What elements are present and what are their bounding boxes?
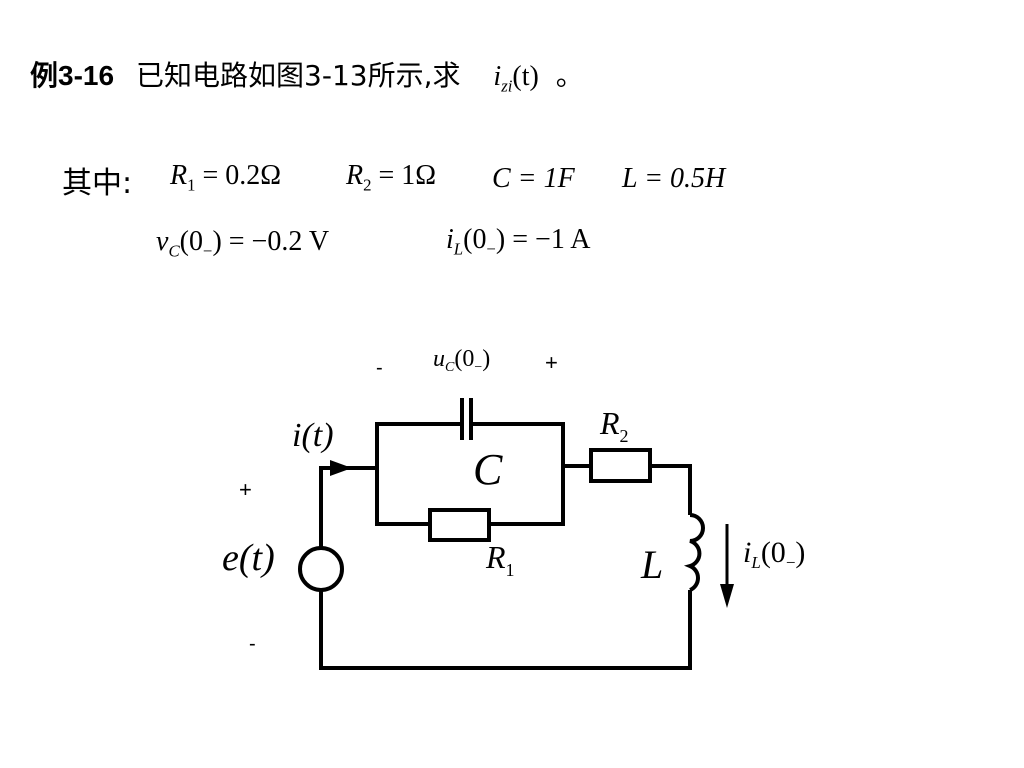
current-label: i(t) [292, 417, 334, 454]
target-quantity: izi(t) [493, 61, 539, 96]
il-label: iL(0−) [743, 536, 805, 572]
param-c: C = 1F [492, 163, 575, 194]
problem-title: 例3-16 已知电路如图3-13所示,求 izi(t) 。 [30, 54, 584, 97]
example-number: 例3-16 [30, 60, 115, 91]
resistor-r2 [589, 448, 652, 483]
current-arrow [330, 460, 352, 476]
inductor-label: L [640, 542, 663, 587]
r1-label: R1 [485, 539, 515, 580]
capacitor-label: C [473, 445, 503, 494]
title-period: 。 [555, 59, 584, 92]
param-r1: R1 = 0.2Ω [170, 160, 282, 195]
param-r2: R2 = 1Ω [346, 160, 437, 195]
source-plus: + [239, 477, 252, 502]
source-minus: - [249, 633, 256, 655]
param-l: L = 0.5H [622, 163, 726, 194]
uc-plus: + [545, 350, 558, 375]
r2-label: R2 [599, 405, 629, 446]
param-il: iL(0−) = −1 A [446, 224, 591, 259]
voltage-source [298, 546, 344, 592]
resistor-r1 [428, 508, 491, 542]
params-label: 其中: [62, 166, 133, 201]
uc-label: uC(0−) [433, 346, 490, 375]
uc-minus: - [376, 357, 383, 379]
source-label: e(t) [222, 537, 275, 579]
problem-statement: 已知电路如图3-13所示,求 [136, 59, 461, 92]
inductor-coil [683, 513, 705, 592]
il-arrow-head [720, 584, 734, 608]
param-vc: vC(0−) = −0.2 V [156, 226, 330, 261]
